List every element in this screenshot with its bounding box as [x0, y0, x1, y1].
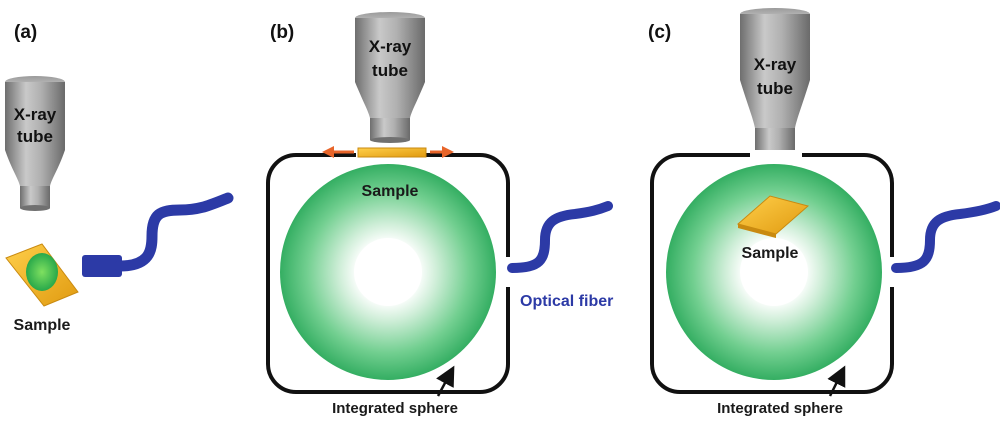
- panel-a-label: (a): [14, 22, 37, 43]
- luminescent-spot: [26, 253, 58, 291]
- optical-fiber-c: [891, 201, 1000, 273]
- panel-b: (b) X-ray tube Sample: [266, 12, 613, 417]
- sample-c: Sample: [736, 195, 810, 262]
- optical-fiber-label: Optical fiber: [520, 293, 613, 310]
- integrated-sphere-b-label: Integrated sphere: [332, 400, 458, 417]
- panel-a: (a) X-ray tube Sample: [5, 22, 234, 334]
- xray-tube-a: X-ray tube: [5, 76, 65, 211]
- left-arrow-icon: [322, 146, 334, 158]
- integrated-sphere-c-label: Integrated sphere: [717, 400, 843, 417]
- panel-c-label: (c): [648, 22, 671, 43]
- integrating-sphere-b: [266, 150, 514, 394]
- sample-c-label: Sample: [742, 245, 799, 262]
- sample-b-label: Sample: [362, 183, 419, 200]
- tube-c-label-line2: tube: [757, 79, 793, 98]
- scan-arrows: [322, 146, 454, 158]
- integrating-sphere-c: [650, 150, 898, 394]
- panel-b-label: (b): [270, 22, 294, 43]
- tube-c-label-line1: X-ray: [754, 55, 797, 74]
- optical-fiber-a: [82, 192, 234, 277]
- sphere-pointer-b: Integrated sphere: [332, 365, 458, 417]
- right-arrow-icon: [442, 146, 454, 158]
- tube-b-label-line1: X-ray: [369, 37, 412, 56]
- xray-tube-c: X-ray tube: [740, 8, 810, 163]
- sample-a-label: Sample: [14, 317, 71, 334]
- sphere-pointer-c: Integrated sphere: [717, 365, 846, 417]
- tube-a-label-line2: tube: [17, 127, 53, 146]
- sample-b: Sample: [357, 147, 427, 200]
- tube-a-label-line1: X-ray: [14, 105, 57, 124]
- optical-fiber-b: Optical fiber: [507, 201, 613, 310]
- tube-b-label-line2: tube: [372, 61, 408, 80]
- xray-tube-b: X-ray tube: [355, 12, 425, 143]
- sample-a: Sample: [5, 243, 79, 334]
- panel-c: (c) X-ray tube Sample Integrated sp: [648, 8, 1000, 417]
